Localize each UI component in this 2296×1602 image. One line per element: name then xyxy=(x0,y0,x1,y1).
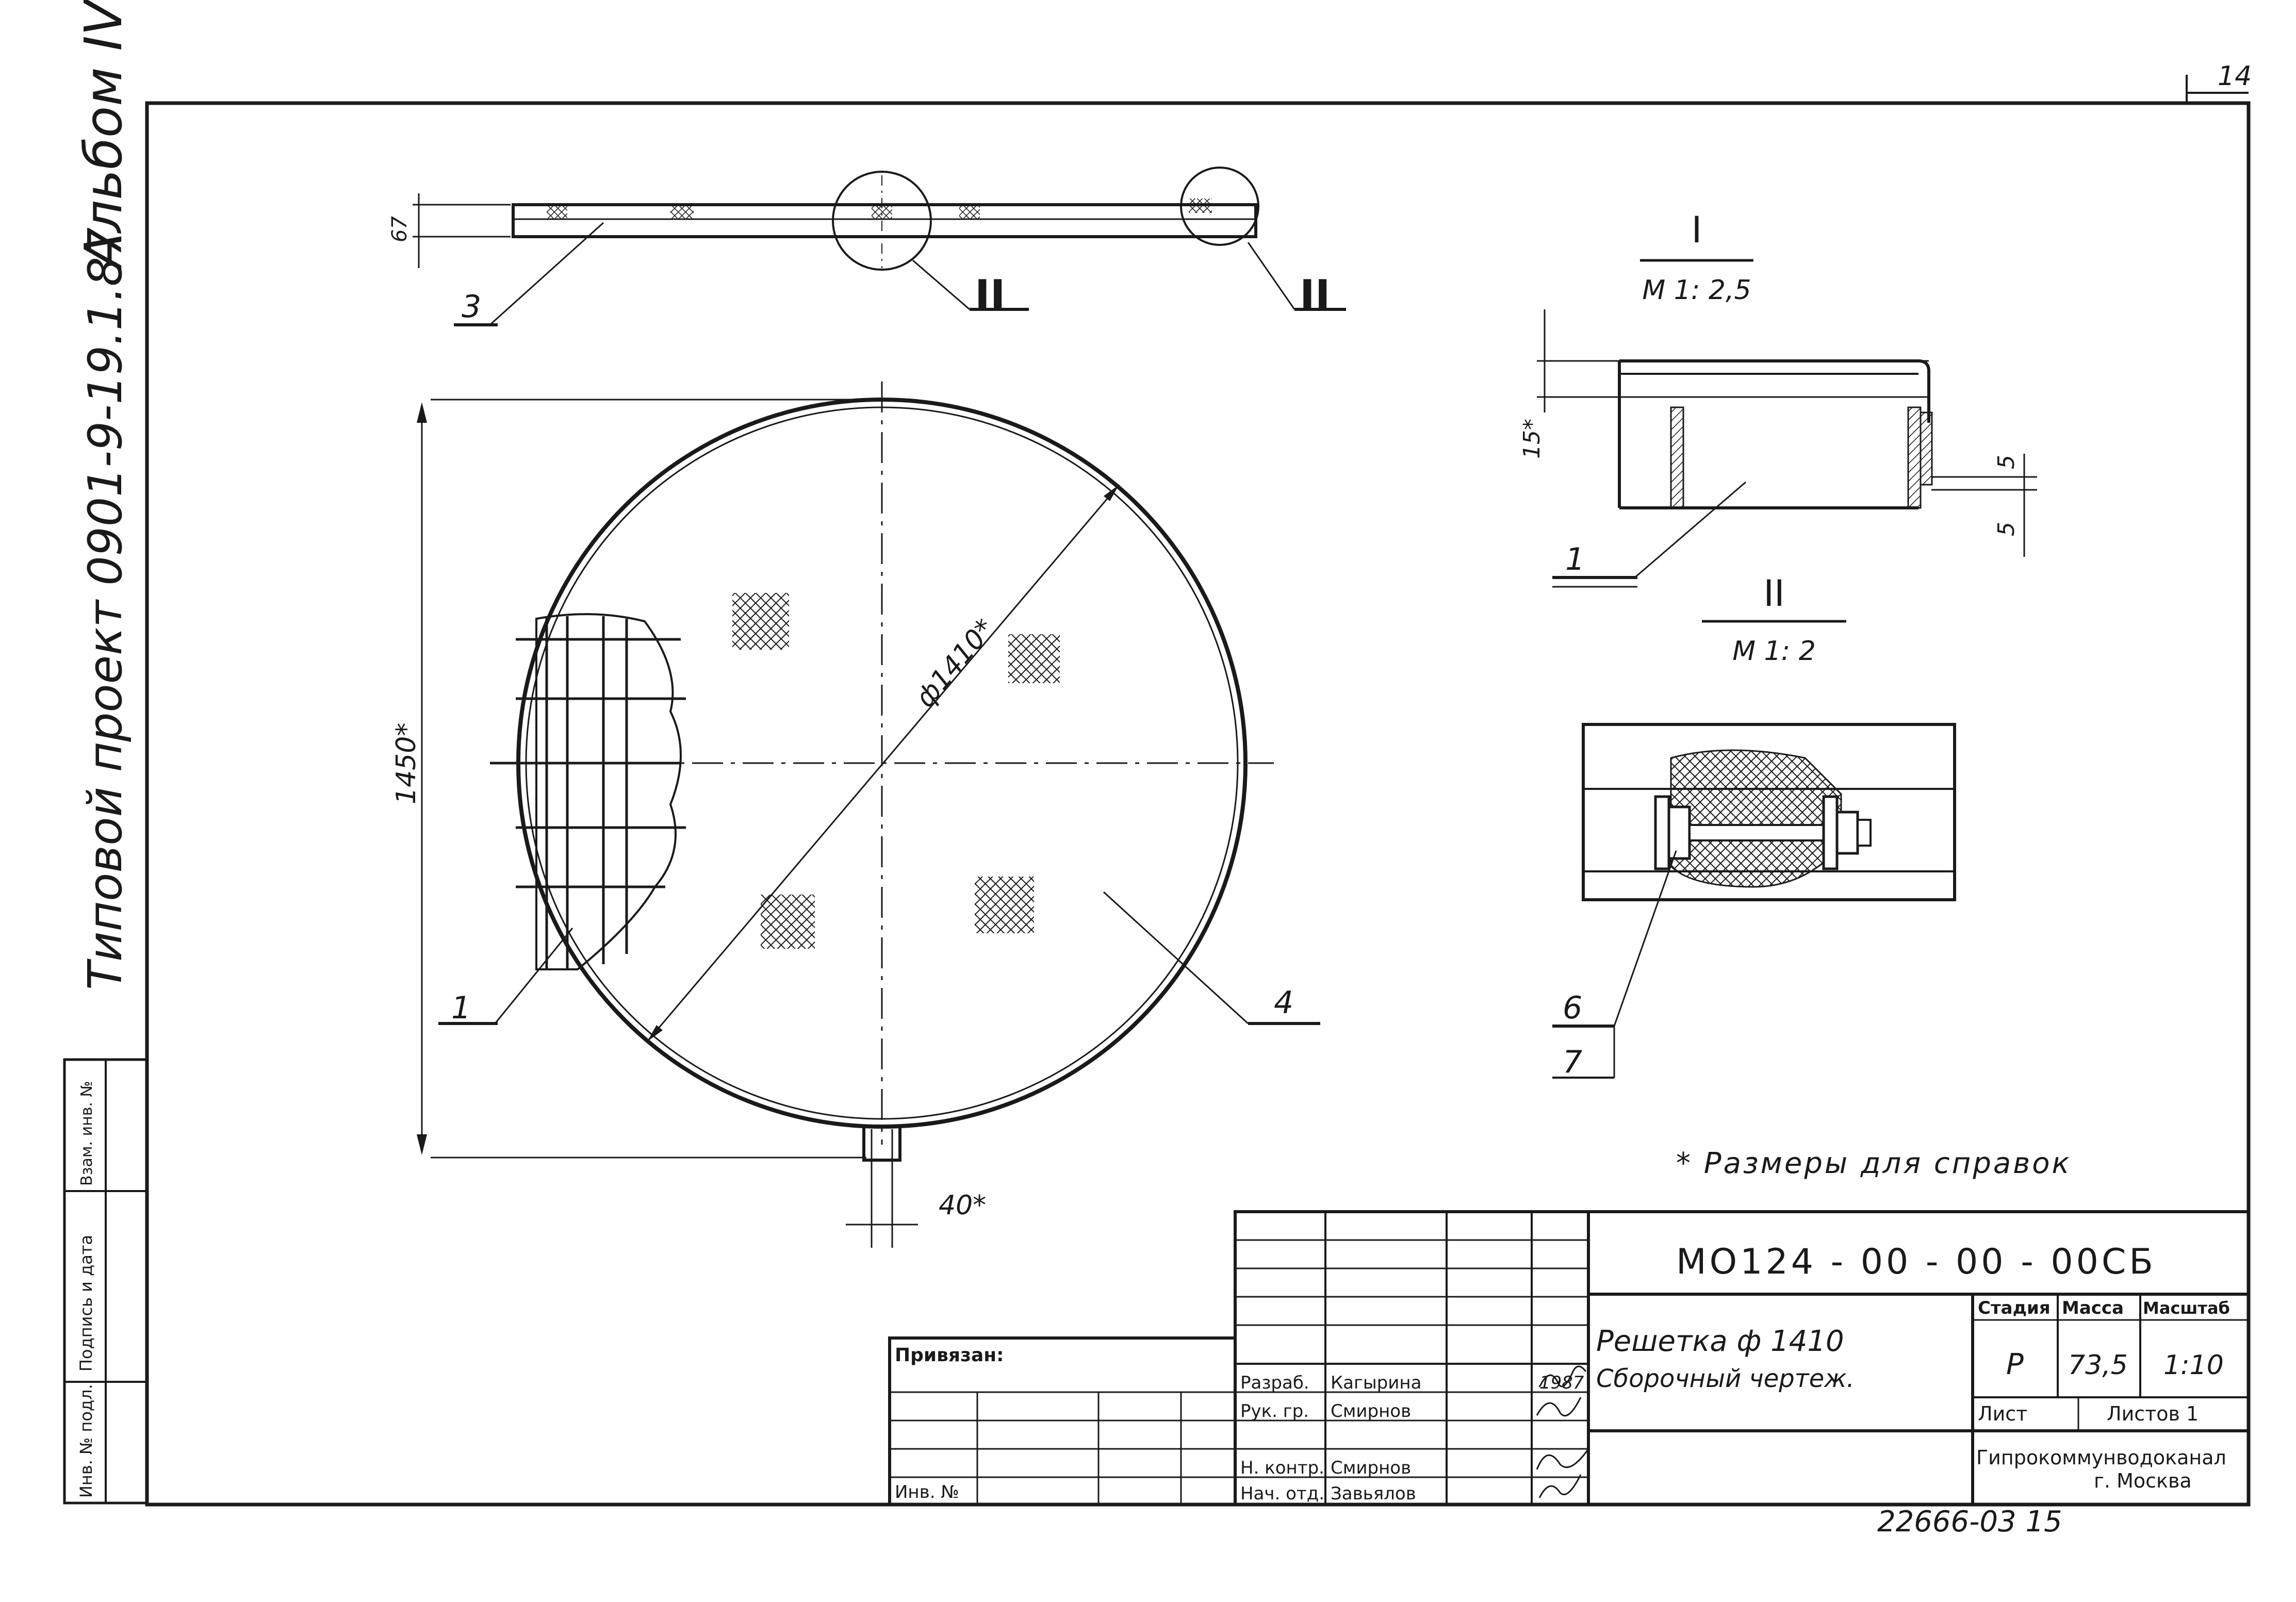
sheets-label: Листов 1 xyxy=(2107,1402,2199,1425)
callout-1: 1 xyxy=(451,990,471,1026)
dim-diameter: ф1410* xyxy=(910,613,1001,713)
title-block xyxy=(888,1210,2250,1506)
dim-detail-5b: 5 xyxy=(1993,522,2020,536)
view-ii-scale: М 1: 2 xyxy=(1732,636,1816,667)
stage-header: Стадия xyxy=(1978,1298,2051,1318)
callout-3: 3 xyxy=(462,289,481,325)
scale-header: Масштаб xyxy=(2143,1298,2230,1318)
dim-top-height: 67 xyxy=(388,216,412,242)
name-4: Завьялов xyxy=(1331,1483,1416,1504)
role-2: Рук. гр. xyxy=(1240,1401,1309,1422)
mass-header: Масса xyxy=(2062,1298,2124,1318)
stage-value: Р xyxy=(2006,1348,2024,1381)
inv-no-label: Инв. № xyxy=(895,1482,959,1502)
detail-ii xyxy=(1552,723,1956,1079)
view-ii-label: II xyxy=(1763,572,1784,615)
privyazan-label: Привязан: xyxy=(895,1345,1004,1366)
note-reference-dims: * Размеры для справок xyxy=(1676,1147,2071,1180)
view-i-label: I xyxy=(1692,209,1702,251)
scale-value: 1:10 xyxy=(2163,1350,2224,1381)
drawing-name-line1: Решетка ф 1410 xyxy=(1596,1325,1844,1358)
page-number: 14 xyxy=(2218,61,2252,92)
callout-1b: 1 xyxy=(1565,541,1585,577)
album-label: Альбом IV xyxy=(73,0,134,271)
dim-tab-width: 40* xyxy=(939,1190,986,1221)
view-i-scale: М 1: 2,5 xyxy=(1642,275,1751,306)
side-stamp-sign: Подпись и дата xyxy=(76,1235,96,1372)
view-marker-ii-b: II xyxy=(1300,271,1331,319)
archive-number: 22666-03 15 xyxy=(1877,1505,2062,1539)
dim-detail-15: 15* xyxy=(1519,419,1545,459)
role-3: Н. контр. xyxy=(1240,1458,1324,1478)
callout-7: 7 xyxy=(1563,1044,1582,1080)
side-stamp xyxy=(63,1058,149,1505)
view-marker-ii-a: II xyxy=(975,271,1006,319)
dim-height: 1450* xyxy=(391,723,422,804)
org-name: Гипрокоммунводоканал xyxy=(1976,1446,2226,1469)
callout-4: 4 xyxy=(1274,985,1293,1021)
name-1: Кагырина xyxy=(1331,1373,1421,1393)
name-2: Смирнов xyxy=(1331,1401,1411,1422)
side-stamp-replace: Взам. инв. № xyxy=(78,1081,96,1186)
mass-value: 73,5 xyxy=(2068,1350,2128,1381)
project-label: Типовой проект 0901-9-19.1.87 xyxy=(78,227,133,990)
dim-detail-5a: 5 xyxy=(1993,455,2020,469)
org-city: г. Москва xyxy=(2094,1469,2192,1492)
year-1: 1987 xyxy=(1539,1373,1584,1393)
doc-code: МО124 - 00 - 00 - 00СБ xyxy=(1676,1242,2156,1282)
plan-view xyxy=(417,382,1320,1248)
sheet-label: Лист xyxy=(1978,1402,2027,1425)
role-1: Разраб. xyxy=(1240,1373,1309,1393)
top-side-view xyxy=(413,167,1346,326)
name-3: Смирнов xyxy=(1331,1458,1411,1478)
callout-6: 6 xyxy=(1563,990,1582,1026)
drawing-name-line2: Сборочный чертеж. xyxy=(1596,1364,1855,1393)
side-stamp-inv: Инв. № подл. xyxy=(76,1384,96,1498)
detail-i xyxy=(1537,309,2037,588)
role-4: Нач. отд. xyxy=(1240,1483,1324,1504)
